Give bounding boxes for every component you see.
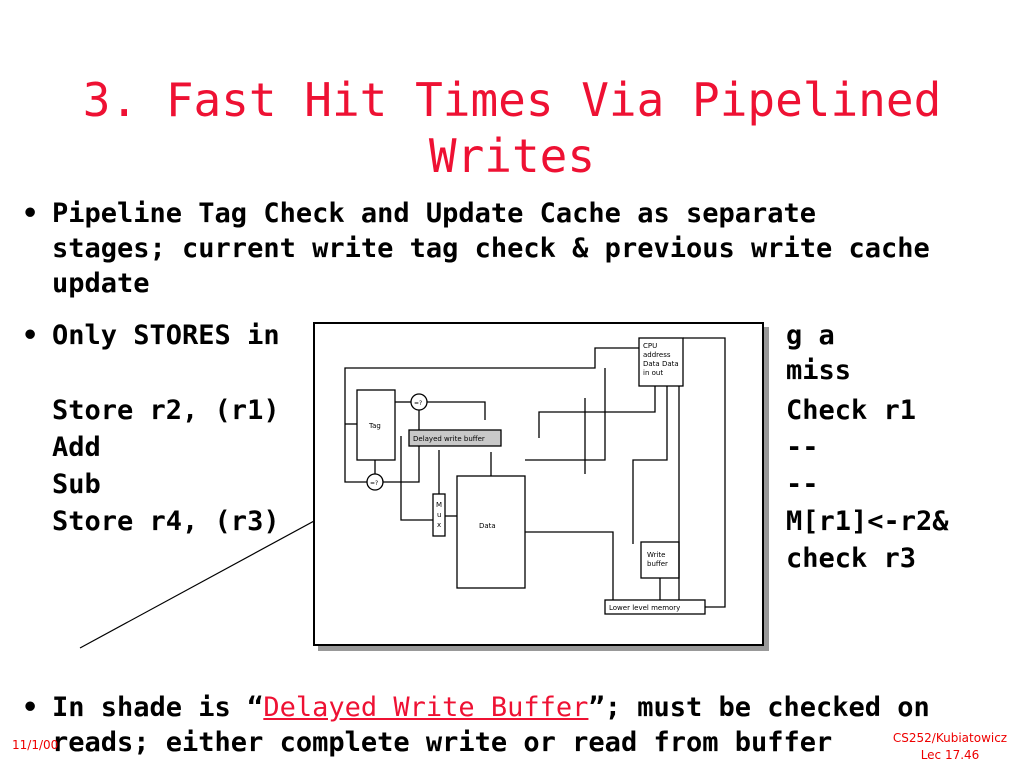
title-line-2: Writes [428, 129, 596, 183]
code-right-line: -- [786, 469, 819, 500]
bullet-dot: • [22, 692, 39, 723]
code-left-line: Store r2, (r1) [52, 395, 280, 426]
delayed-write-buffer-box [408, 429, 502, 447]
data-box [456, 475, 526, 589]
delayed-buffer-label: Delayed write buffer [413, 435, 485, 443]
slide-title: 3. Fast Hit Times Via Pipelined Writes [0, 72, 1024, 184]
write-buffer-label-line: buffer [647, 560, 668, 568]
footer-course: CS252/Kubiatowicz [892, 731, 1008, 745]
cpu-label-line: CPU [643, 342, 657, 350]
bullet3-line2: reads; either complete write or read fro… [52, 727, 833, 758]
bullet2-end: g a miss [786, 320, 852, 386]
data-label: Data [479, 522, 496, 530]
cpu-label-line: address [643, 351, 671, 359]
title-line-1: 3. Fast Hit Times Via Pipelined [82, 73, 942, 127]
footer-course-info: CS252/Kubiatowicz Lec 17.46 [876, 730, 1024, 764]
bullet3-line1: In shade is “Delayed Write Buffer”; must… [52, 690, 930, 725]
cpu-label-line: Data Data [643, 360, 679, 368]
comparator-symbol: =? [414, 400, 422, 407]
bullet-dot: • [22, 198, 39, 229]
tag-label: Tag [368, 422, 381, 430]
code-right-line: check r3 [786, 543, 917, 574]
code-left-line: Store r4, (r3) [52, 506, 280, 537]
write-buffer-label-line: Write [647, 551, 665, 559]
footer-date: 11/1/00 [12, 738, 59, 752]
mux-letter: M [436, 501, 442, 509]
bullet1-line2: stages; current write tag check & previo… [52, 233, 930, 264]
footer-lecture: Lec 17.46 [920, 748, 980, 762]
bullet-only-stores: • Only STORES in g a miss [22, 318, 892, 386]
bullet2-start: Only STORES in [52, 320, 280, 351]
tag-box [356, 389, 396, 461]
bullet1-line3: update [52, 268, 150, 299]
comparator-symbol: =? [370, 480, 378, 487]
code-right-line: Check r1 [786, 395, 917, 426]
cpu-label-line: in out [643, 369, 663, 377]
bullet3-suffix: ”; must be checked on [588, 692, 930, 723]
bullet3-prefix: In shade is “ [52, 692, 264, 723]
code-right-column: Check r1 -- -- M[r1]<-r2& check r3 [786, 392, 949, 577]
delayed-write-buffer-link[interactable]: Delayed Write Buffer [263, 692, 589, 723]
code-right-line: -- [786, 432, 819, 463]
bullet-delayed-write-buffer: • In shade is “Delayed Write Buffer”; mu… [22, 690, 930, 760]
code-left-line: Sub [52, 469, 101, 500]
cpu-box [638, 337, 684, 387]
bullet-pipeline-tag-check: • Pipeline Tag Check and Update Cache as… [22, 196, 930, 301]
diagram-svg: CPU address Data Data in out Tag Delayed… [344, 337, 726, 615]
bullet-dot: • [22, 320, 39, 351]
code-right-line: M[r1]<-r2& [786, 506, 949, 537]
lower-memory-label: Lower level memory [609, 604, 680, 612]
code-left-line: Add [52, 432, 101, 463]
code-left-column: Store r2, (r1) Add Sub Store r4, (r3) [52, 392, 280, 540]
mux-letter: x [437, 521, 441, 529]
bullet1-line1: Pipeline Tag Check and Update Cache as s… [52, 198, 817, 229]
pipelined-write-diagram: CPU address Data Data in out Tag Delayed… [313, 322, 764, 646]
mux-letter: u [437, 511, 441, 519]
